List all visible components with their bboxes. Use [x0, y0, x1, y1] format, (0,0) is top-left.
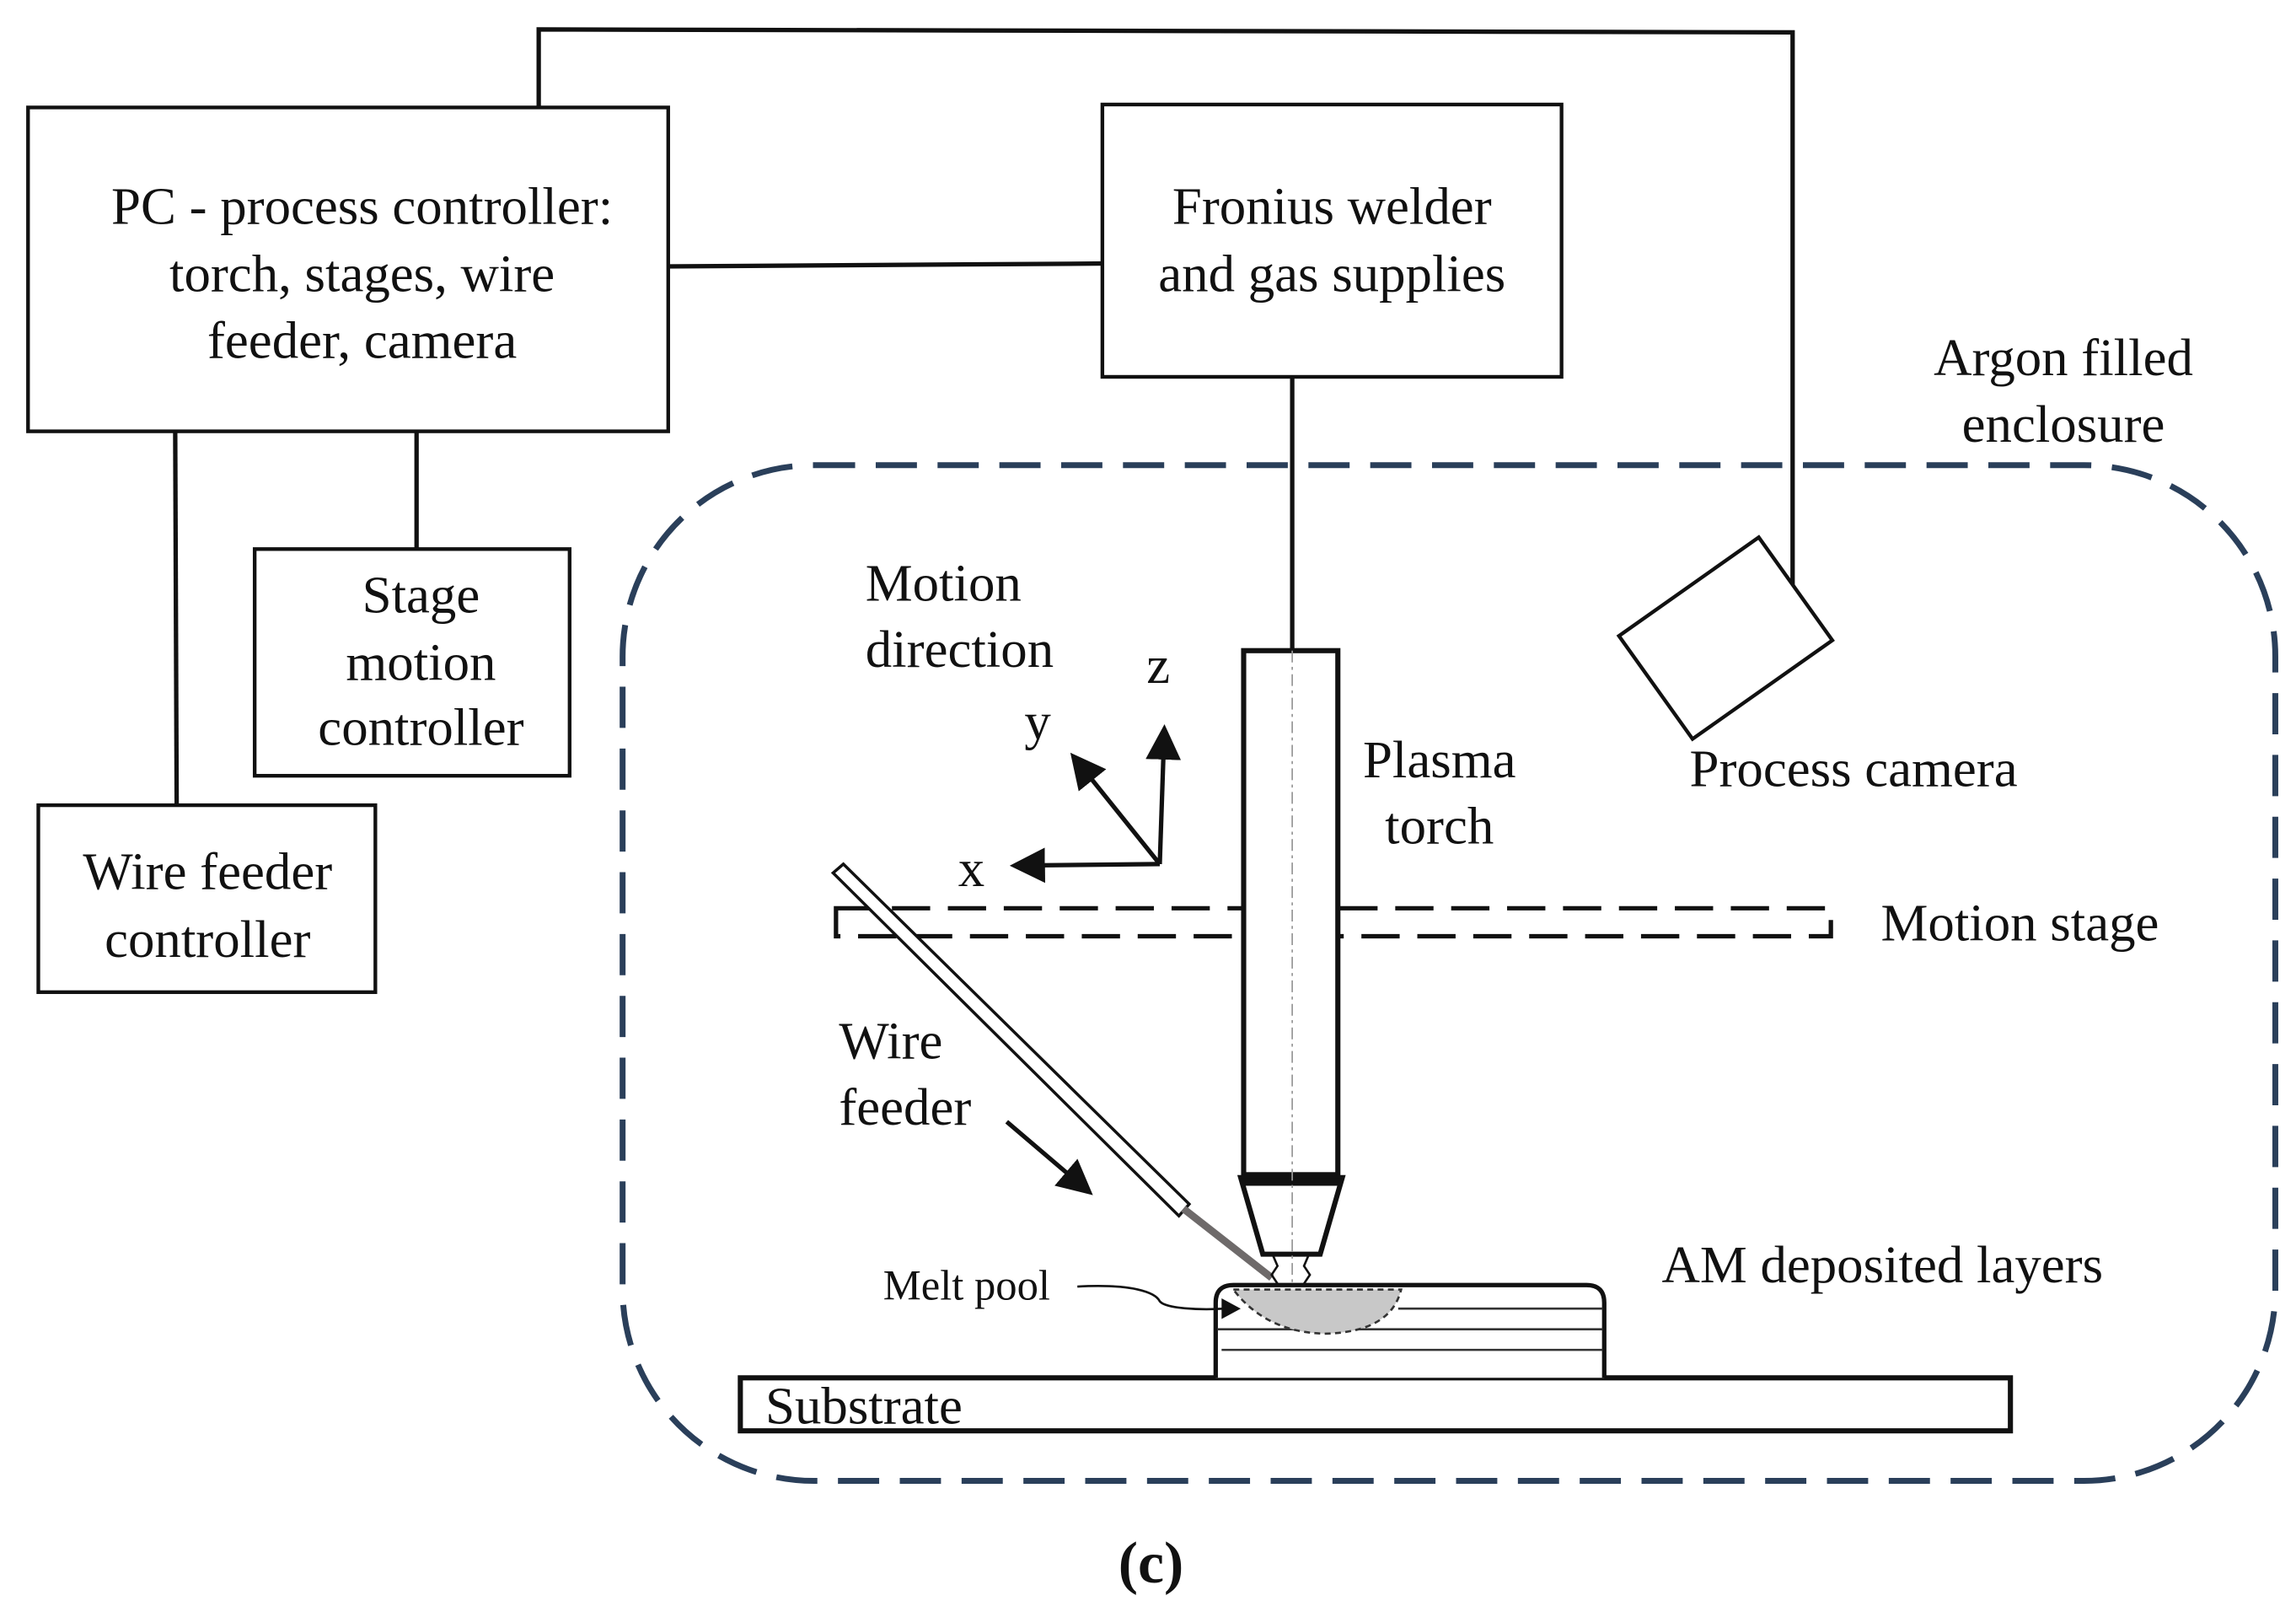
x-axis-arrow [1009, 847, 1160, 884]
am-layers-label: AM deposited layers [1661, 1235, 2103, 1294]
pc-label-2: torch, stages, wire [169, 244, 555, 304]
plasma-torch [1241, 647, 1341, 1178]
torch-label-1: Plasma [1363, 730, 1516, 789]
motion-direction-label-2: direction [866, 620, 1054, 679]
process-camera [1616, 535, 1835, 742]
camera-label: Process camera [1690, 739, 2018, 798]
stage-label-1: Stage [362, 565, 480, 624]
pc-label-1: PC - process controller: [111, 176, 613, 235]
welder-box [1100, 102, 1564, 379]
argon-enclosure [620, 462, 2278, 1485]
plasma-arc [1270, 1254, 1312, 1285]
welder-label-1: Fronius welder [1172, 176, 1492, 235]
pc-wirefeeder-line [173, 428, 180, 807]
z-axis-arrow [1145, 724, 1182, 865]
motion-direction-label-1: Motion [866, 553, 1022, 612]
pc-welder-line [665, 261, 1108, 269]
motion-stage-label: Motion stage [1881, 894, 2159, 953]
substrate [738, 1375, 2014, 1434]
wire-feeder-tube [830, 862, 1192, 1218]
stage-label-2: motion [346, 633, 496, 692]
wire-feed-arrow [1005, 1120, 1093, 1195]
y-axis-label: y [1024, 692, 1051, 751]
wire-ctrl-label-2: controller [105, 910, 310, 969]
wire-feeder-controller-box [36, 803, 378, 995]
melt-pool-arrowhead [1221, 1298, 1242, 1319]
z-axis-label: z [1146, 636, 1170, 695]
caption: (c) [1118, 1531, 1184, 1596]
substrate-label: Substrate [765, 1376, 963, 1435]
stage-controller-box [252, 547, 571, 778]
enclosure-label-1: Argon filled [1934, 328, 2193, 387]
wire-feeder-label-1: Wire [839, 1011, 942, 1070]
torch-label-2: torch [1385, 796, 1494, 855]
stage-label-3: controller [318, 697, 523, 756]
wire-ctrl-label-1: Wire feeder [83, 842, 332, 901]
melt-pool [1231, 1288, 1403, 1335]
torch-nozzle [1237, 1174, 1346, 1257]
wire [1181, 1206, 1274, 1281]
pc-label-3: feeder, camera [207, 310, 517, 369]
melt-pool-label: Melt pool [883, 1262, 1050, 1309]
welder-label-2: and gas supplies [1158, 244, 1505, 304]
y-axis-arrow [1070, 752, 1162, 866]
wire-feeder-label-2: feeder [839, 1077, 971, 1136]
x-axis-label: x [958, 839, 984, 898]
enclosure-label-2: enclosure [1962, 395, 2165, 454]
camera-connection-line [536, 27, 1795, 586]
pc-controller-box [26, 105, 670, 433]
melt-pool-pointer [1077, 1285, 1225, 1311]
